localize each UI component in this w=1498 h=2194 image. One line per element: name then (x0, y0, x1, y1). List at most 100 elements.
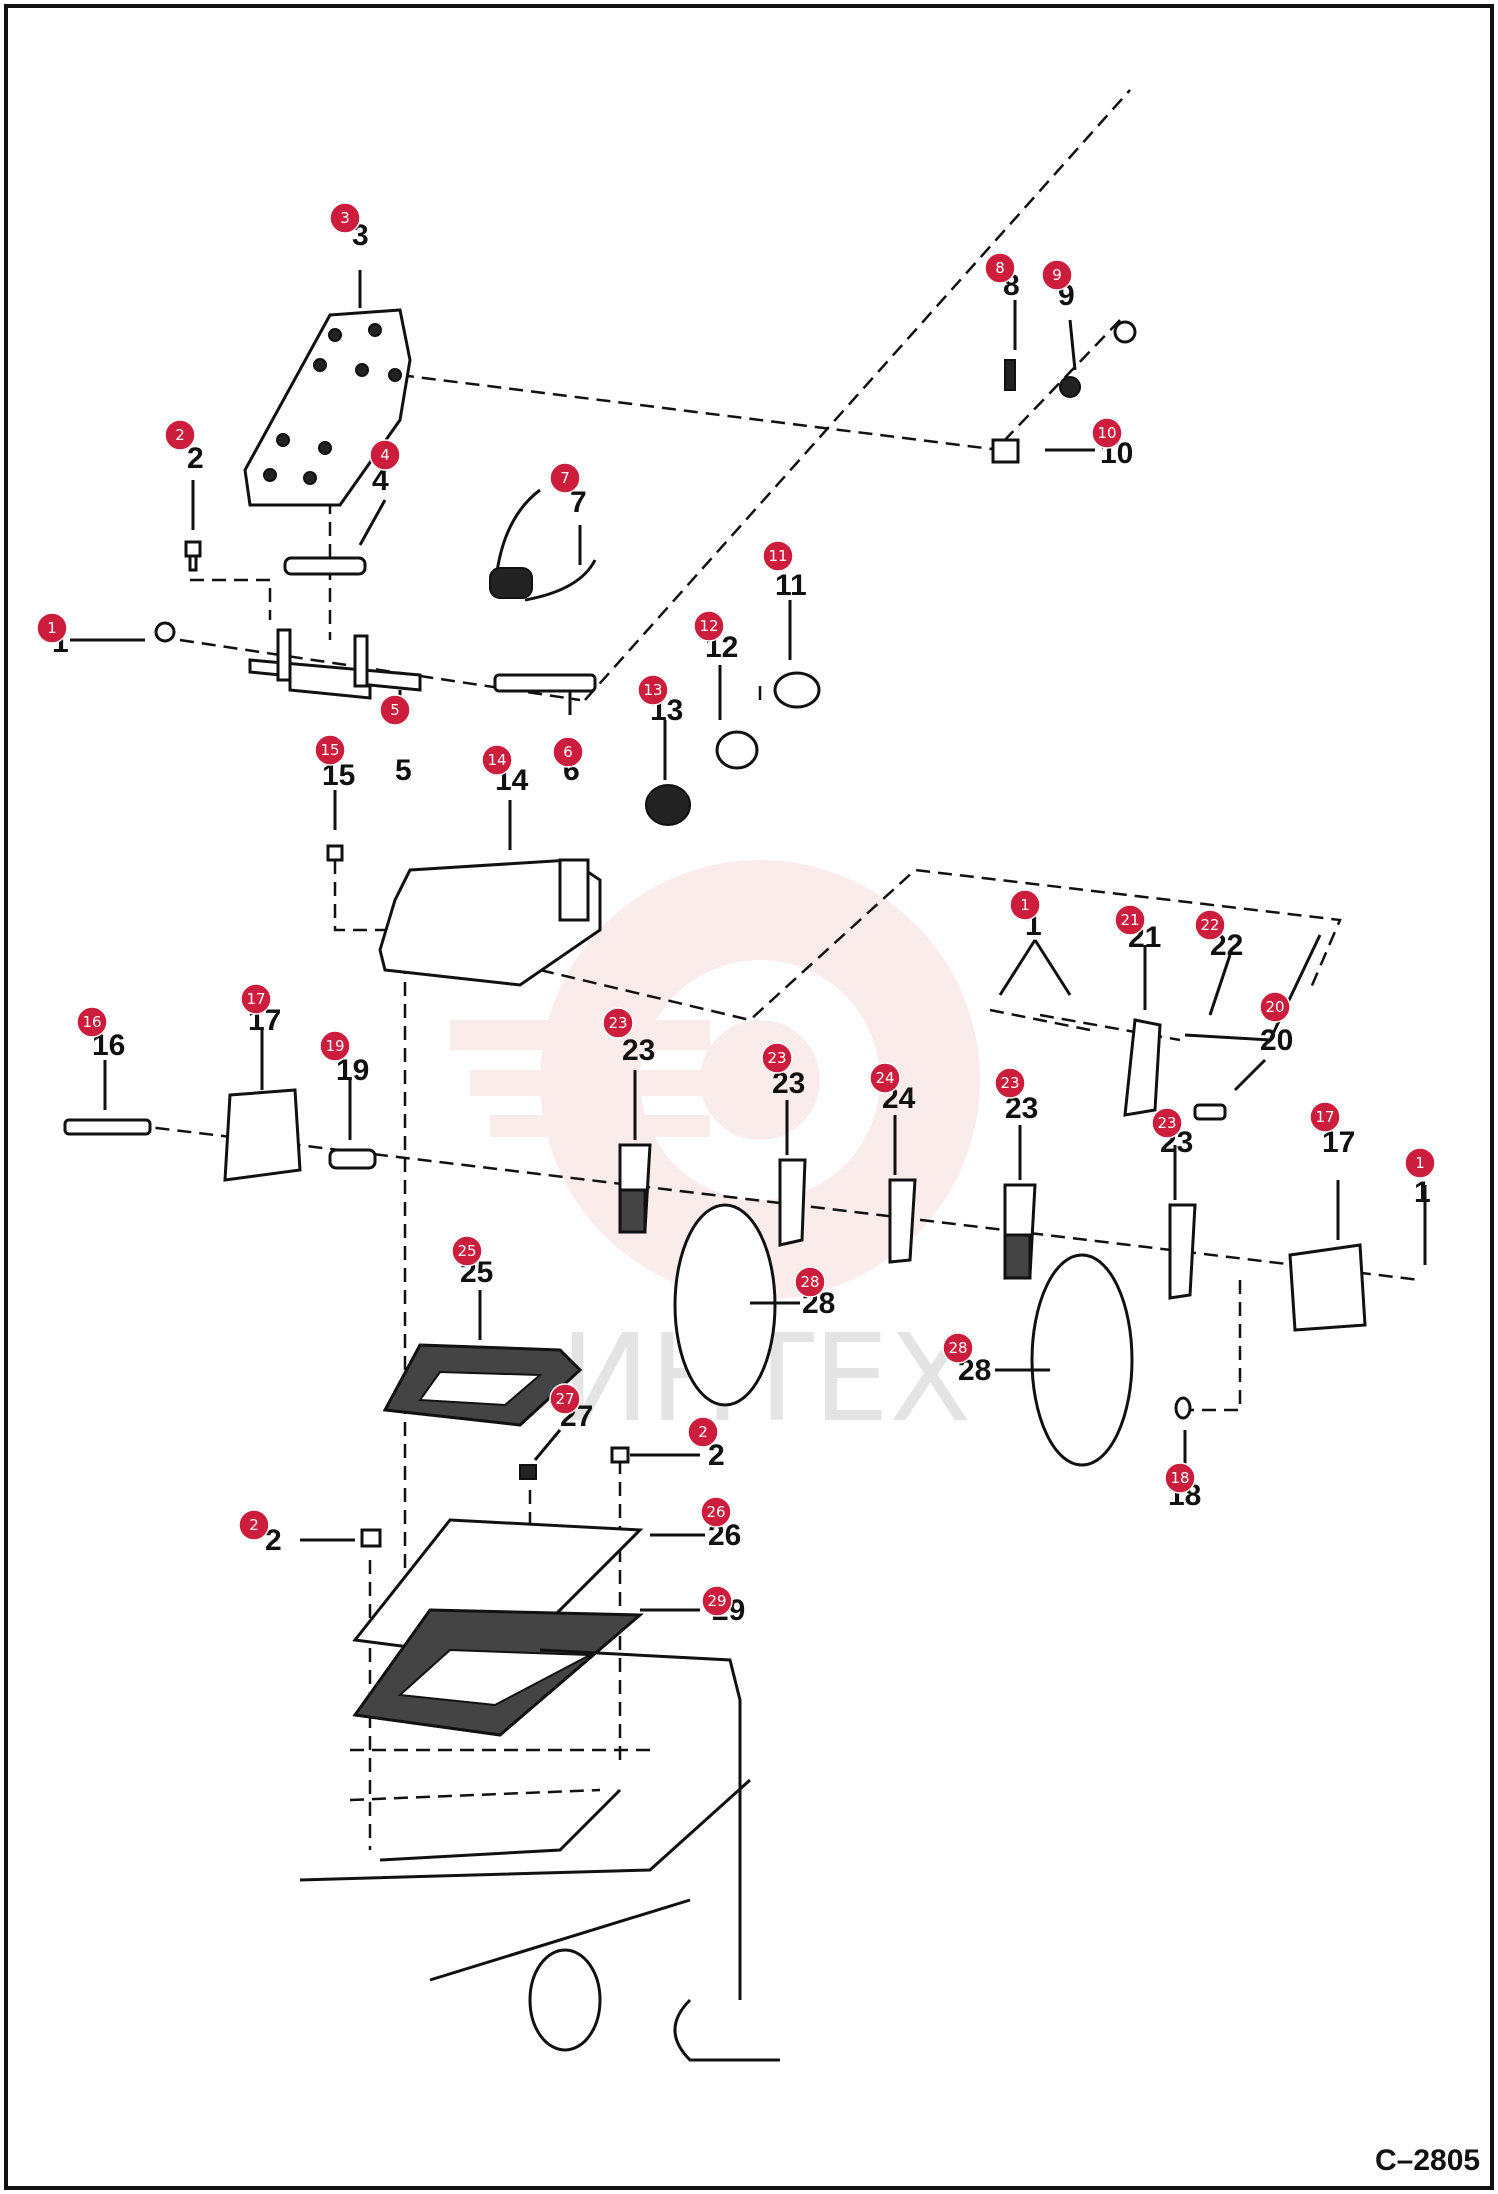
callout-marker[interactable]: 5 (379, 694, 411, 726)
callout-marker[interactable]: 28 (942, 1332, 974, 1364)
callout-marker[interactable]: 19 (319, 1030, 351, 1062)
callout-number: 11 (768, 547, 787, 565)
callout-circle[interactable] (1259, 991, 1291, 1023)
callout-number: 2 (249, 1516, 259, 1534)
callout-circle[interactable] (1194, 909, 1226, 941)
callout-circle[interactable] (329, 202, 361, 234)
nut-part (154, 621, 176, 643)
callout-circle[interactable] (1309, 1101, 1341, 1133)
part-number-label: 1 (1414, 1176, 1431, 1209)
callout-circle[interactable] (942, 1332, 974, 1364)
callout-circle[interactable] (762, 540, 794, 572)
set-screw-part (1004, 359, 1016, 391)
callout-marker[interactable]: 10 (1091, 417, 1123, 449)
callout-number: 2 (698, 1423, 708, 1441)
callout-marker[interactable]: 2 (164, 419, 196, 451)
callout-circle[interactable] (1404, 1147, 1436, 1179)
callout-marker[interactable]: 23 (1151, 1107, 1183, 1139)
callout-marker[interactable]: 24 (869, 1062, 901, 1094)
callout-number: 29 (707, 1592, 726, 1610)
bolt-part (610, 1446, 630, 1464)
callout-circle[interactable] (451, 1235, 483, 1267)
callout-circle[interactable] (1091, 417, 1123, 449)
callout-marker[interactable]: 16 (76, 1006, 108, 1038)
side-plate-part (223, 1088, 302, 1182)
washer-part (1113, 320, 1137, 344)
part-number-label: 2 (708, 1439, 725, 1472)
callout-marker[interactable]: 17 (240, 983, 272, 1015)
callout-circle[interactable] (761, 1042, 793, 1074)
callout-circle[interactable] (164, 419, 196, 451)
callout-circle[interactable] (76, 1006, 108, 1038)
callout-marker[interactable]: 1 (1009, 889, 1041, 921)
callout-circle[interactable] (552, 736, 584, 768)
callout-number: 28 (800, 1273, 819, 1291)
callout-marker[interactable]: 9 (1041, 259, 1073, 291)
callout-number: 1 (47, 619, 57, 637)
callout-circle[interactable] (869, 1062, 901, 1094)
callout-number: 23 (608, 1014, 627, 1032)
part-number-label: 5 (395, 754, 412, 787)
callout-marker[interactable]: 18 (1164, 1462, 1196, 1494)
callout-circle[interactable] (319, 1030, 351, 1062)
callout-marker[interactable]: 27 (549, 1383, 581, 1415)
callout-circle[interactable] (1114, 904, 1146, 936)
callout-marker[interactable]: 22 (1194, 909, 1226, 941)
callout-circle[interactable] (602, 1007, 634, 1039)
callout-marker[interactable]: 6 (552, 736, 584, 768)
callout-circle[interactable] (1164, 1462, 1196, 1494)
callout-circle[interactable] (1041, 259, 1073, 291)
bolt-part (184, 540, 202, 572)
callout-circle[interactable] (687, 1416, 719, 1448)
callout-circle[interactable] (637, 674, 669, 706)
callout-marker[interactable]: 23 (994, 1067, 1026, 1099)
callout-number: 12 (699, 617, 718, 635)
callout-marker[interactable]: 12 (693, 610, 725, 642)
return-spring-part (489, 488, 597, 602)
callout-circle[interactable] (994, 1067, 1026, 1099)
callout-circle[interactable] (238, 1509, 270, 1541)
callout-marker[interactable]: 7 (549, 462, 581, 494)
contact-plate-group (618, 1143, 1197, 1300)
callout-marker[interactable]: 13 (637, 674, 669, 706)
callout-marker[interactable]: 23 (761, 1042, 793, 1074)
callout-circle[interactable] (549, 1383, 581, 1415)
callout-marker[interactable]: 11 (762, 540, 794, 572)
callout-marker[interactable]: 2 (238, 1509, 270, 1541)
callout-circle[interactable] (1151, 1107, 1183, 1139)
callout-circle[interactable] (314, 734, 346, 766)
callout-marker[interactable]: 2 (687, 1416, 719, 1448)
callout-marker[interactable]: 21 (1114, 904, 1146, 936)
callout-number: 2 (175, 426, 185, 444)
callout-circle[interactable] (693, 610, 725, 642)
callout-number: 1 (1415, 1154, 1425, 1172)
callout-circle[interactable] (794, 1266, 826, 1298)
callout-marker[interactable]: 28 (794, 1266, 826, 1298)
screw-part (519, 1464, 537, 1480)
callout-marker[interactable]: 8 (984, 252, 1016, 284)
callout-marker[interactable]: 4 (369, 439, 401, 471)
callout-number: 1 (1020, 896, 1030, 914)
callout-marker[interactable]: 1 (1404, 1147, 1436, 1179)
callout-circle[interactable] (700, 1496, 732, 1528)
callout-marker[interactable]: 20 (1259, 991, 1291, 1023)
callout-circle[interactable] (379, 694, 411, 726)
callout-circle[interactable] (549, 462, 581, 494)
callout-marker[interactable]: 14 (481, 744, 513, 776)
callout-circle[interactable] (1009, 889, 1041, 921)
callout-marker[interactable]: 25 (451, 1235, 483, 1267)
figure-code: C–2805 (1375, 2144, 1480, 2177)
callout-circle[interactable] (36, 612, 68, 644)
callout-marker[interactable]: 1 (36, 612, 68, 644)
callout-circle[interactable] (369, 439, 401, 471)
callout-marker[interactable]: 3 (329, 202, 361, 234)
callout-marker[interactable]: 17 (1309, 1101, 1341, 1133)
callout-marker[interactable]: 15 (314, 734, 346, 766)
callout-circle[interactable] (240, 983, 272, 1015)
callout-marker[interactable]: 26 (700, 1496, 732, 1528)
callout-circle[interactable] (984, 252, 1016, 284)
callout-circle[interactable] (481, 744, 513, 776)
callout-marker[interactable]: 29 (701, 1585, 733, 1617)
callout-circle[interactable] (701, 1585, 733, 1617)
callout-marker[interactable]: 23 (602, 1007, 634, 1039)
